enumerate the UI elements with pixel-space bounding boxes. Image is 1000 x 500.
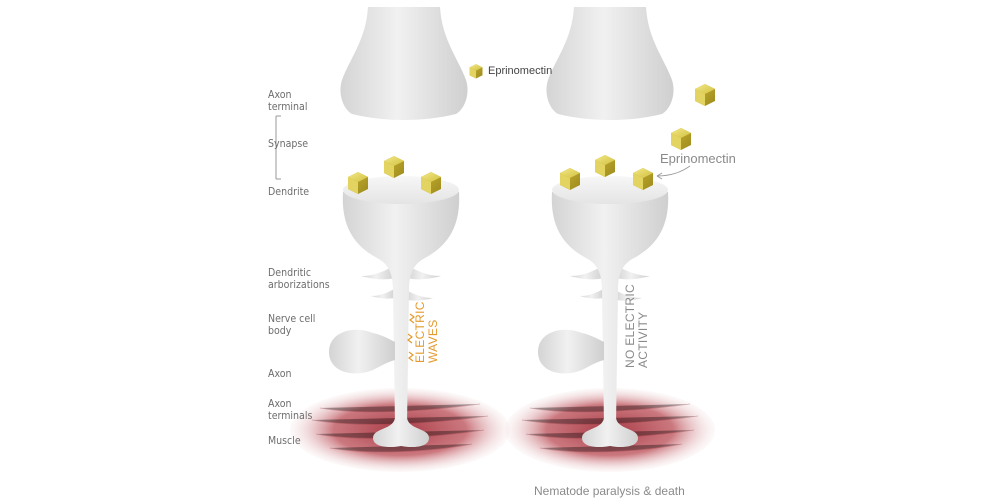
- label-axon: Axon: [268, 368, 292, 380]
- axon-terminal-left: [340, 7, 468, 120]
- label-nerve-cell-body: Nerve cell body: [268, 313, 316, 337]
- synapse-bracket: [275, 115, 281, 180]
- eprinomectin-cube: [384, 156, 404, 178]
- eprinomectin-cube: [595, 155, 615, 177]
- eprinomectin-callout: Eprinomectin: [660, 151, 736, 166]
- callout-arrow: [656, 165, 691, 177]
- label-axon-terminal: Axon terminal: [268, 89, 308, 113]
- label-synapse: Synapse: [268, 138, 309, 150]
- label-dendrite: Dendrite: [268, 186, 310, 198]
- paralysis-caption: Nematode paralysis & death: [534, 484, 685, 498]
- label-axon-terminals: Axon terminals: [268, 398, 313, 422]
- label-muscle: Muscle: [268, 435, 301, 447]
- axon-terminal-right: [546, 7, 674, 120]
- legend-cube-icon: [469, 64, 483, 79]
- eprinomectin-cube: [695, 84, 715, 106]
- label-dendritic-arborizations: Dendritic arborizations: [268, 267, 330, 291]
- no-electric-activity-text: NO ELECTRIC ACTIVITY: [623, 284, 650, 368]
- electric-wave-icon: [407, 313, 415, 362]
- legend-label: Eprinomectin: [488, 65, 553, 77]
- eprinomectin-cube: [671, 128, 691, 150]
- electric-waves-text: ELECTRIC WAVES: [413, 301, 440, 363]
